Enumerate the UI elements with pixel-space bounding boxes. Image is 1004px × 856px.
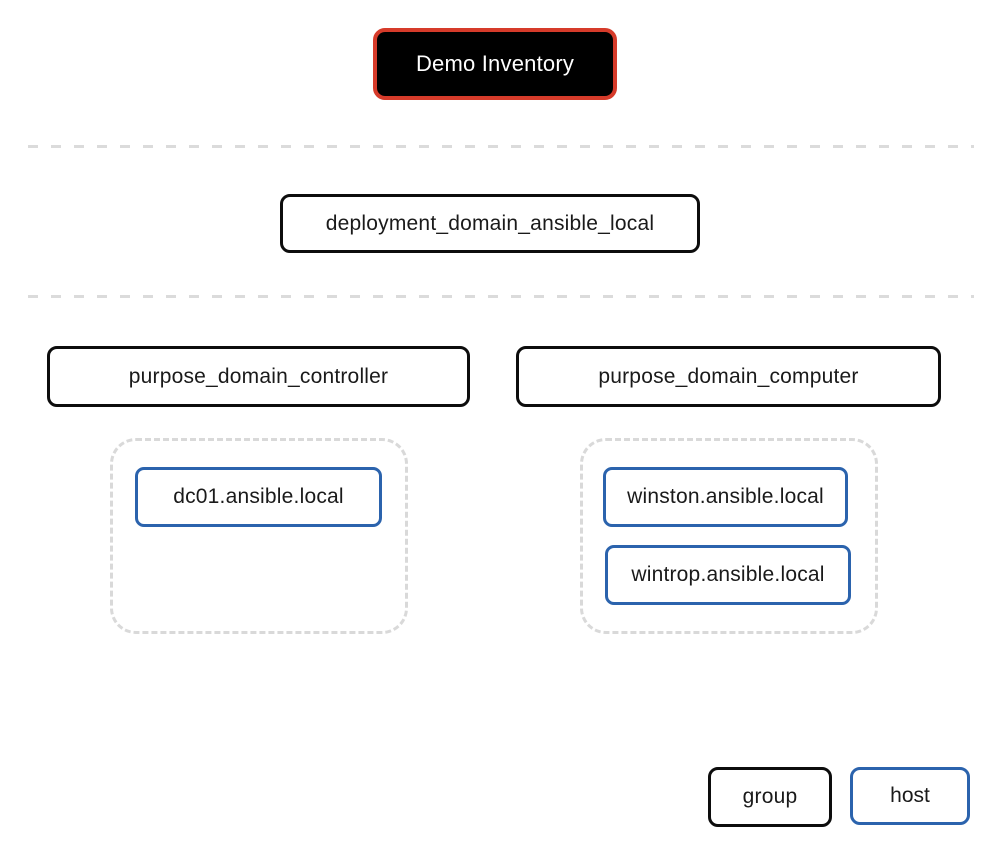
- host-group-container-controller: dc01.ansible.local: [110, 438, 408, 634]
- group-node-deployment: deployment_domain_ansible_local: [280, 194, 700, 253]
- host-node-wintrop: wintrop.ansible.local: [605, 545, 851, 605]
- host-node-dc01: dc01.ansible.local: [135, 467, 382, 527]
- host-node-wintrop-label: wintrop.ansible.local: [631, 563, 825, 586]
- level-divider-top: [28, 145, 974, 148]
- inventory-root-label: Demo Inventory: [415, 51, 575, 76]
- group-node-purpose-computer-label: purpose_domain_computer: [598, 364, 859, 388]
- level-divider-bottom: [28, 295, 974, 298]
- inventory-root-node: Demo Inventory: [373, 28, 617, 100]
- host-node-dc01-label: dc01.ansible.local: [173, 485, 344, 508]
- group-node-deployment-label: deployment_domain_ansible_local: [325, 211, 655, 235]
- legend-host-label: host: [890, 784, 930, 807]
- group-node-purpose-computer: purpose_domain_computer: [516, 346, 941, 407]
- legend-group-label: group: [742, 785, 798, 808]
- host-node-winston-label: winston.ansible.local: [627, 485, 824, 508]
- group-node-purpose-controller: purpose_domain_controller: [47, 346, 470, 407]
- legend-host-swatch: host: [850, 767, 970, 825]
- host-group-container-computer: winston.ansible.local wintrop.ansible.lo…: [580, 438, 878, 634]
- legend-group-swatch: group: [708, 767, 832, 827]
- group-node-purpose-controller-label: purpose_domain_controller: [128, 364, 389, 388]
- host-node-winston: winston.ansible.local: [603, 467, 848, 527]
